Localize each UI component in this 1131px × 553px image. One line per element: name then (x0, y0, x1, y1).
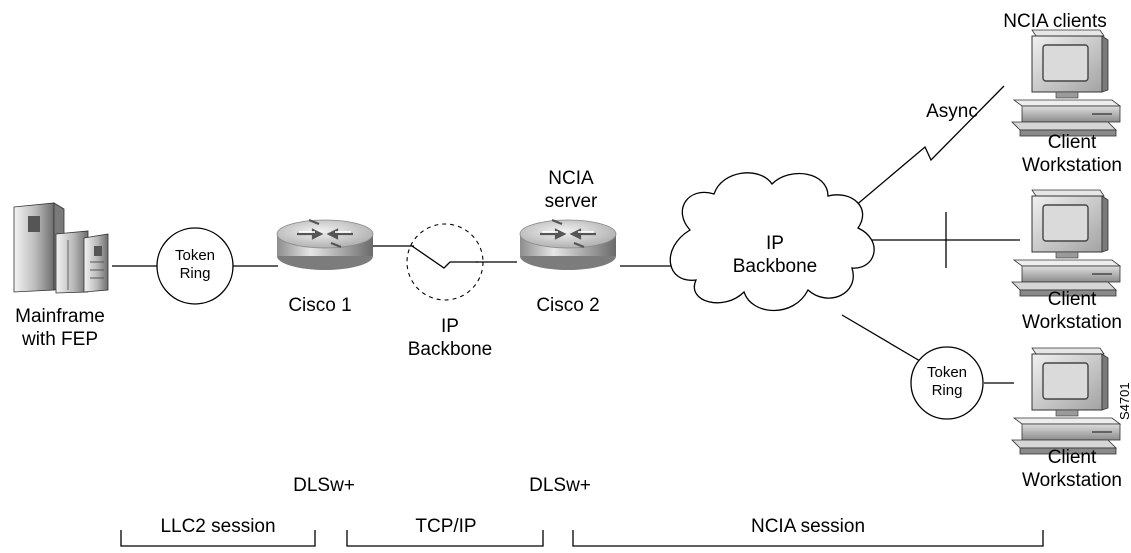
workstation-icon (1011, 189, 1121, 297)
cisco1-label: Cisco 1 (288, 295, 351, 316)
router-icon (275, 218, 375, 272)
tcpip-session-label: TCP/IP (415, 516, 476, 537)
workstation-1-line2: Workstation (1022, 155, 1122, 176)
ncia-server-caption-line2: server (545, 191, 598, 212)
token-ring-right-line1: Token (927, 364, 967, 381)
ip-backbone-cloud-line2: Backbone (733, 256, 818, 277)
mainframe-label-line2: with FEP (21, 329, 98, 350)
ncia-session-label: NCIA session (751, 516, 865, 537)
ncia-clients-title: NCIA clients (1003, 11, 1106, 32)
token-ring-right-line2: Ring (932, 382, 963, 399)
ip-backbone-small-line2: Backbone (408, 339, 493, 360)
workstation-2-line2: Workstation (1022, 312, 1122, 333)
workstation-2-line1: Client (1048, 289, 1097, 310)
ip-backbone-cloud-line1: IP (766, 233, 784, 254)
workstation-3-line2: Workstation (1022, 470, 1122, 491)
llc2-session-label: LLC2 session (160, 516, 275, 537)
async-label: Async (926, 101, 978, 122)
workstation-icon (1011, 29, 1121, 137)
figure-id: S4701 (1117, 382, 1131, 420)
router-icon (518, 218, 618, 272)
cisco2-label: Cisco 2 (536, 295, 599, 316)
ip-backbone-small-circle (406, 223, 484, 301)
session-brackets (120, 530, 1044, 547)
token-ring-right: Token Ring (910, 346, 984, 420)
token-ring-left: Token Ring (156, 227, 234, 305)
workstation-icon (1011, 347, 1121, 455)
token-ring-left-line2: Ring (180, 265, 211, 282)
link-lines (112, 85, 1020, 384)
ip-backbone-small-line1: IP (441, 316, 459, 337)
mainframe-icon (13, 202, 109, 294)
mainframe-label-line1: Mainframe (15, 306, 105, 327)
cloud-icon (669, 172, 875, 312)
token-ring-left-line1: Token (175, 247, 215, 264)
workstation-1-line1: Client (1048, 132, 1097, 153)
ncia-server-caption-line1: NCIA (548, 168, 594, 189)
workstation-3-line1: Client (1048, 447, 1097, 468)
dlsw-left-label: DLSw+ (293, 475, 355, 496)
dlsw-right-label: DLSw+ (529, 475, 591, 496)
